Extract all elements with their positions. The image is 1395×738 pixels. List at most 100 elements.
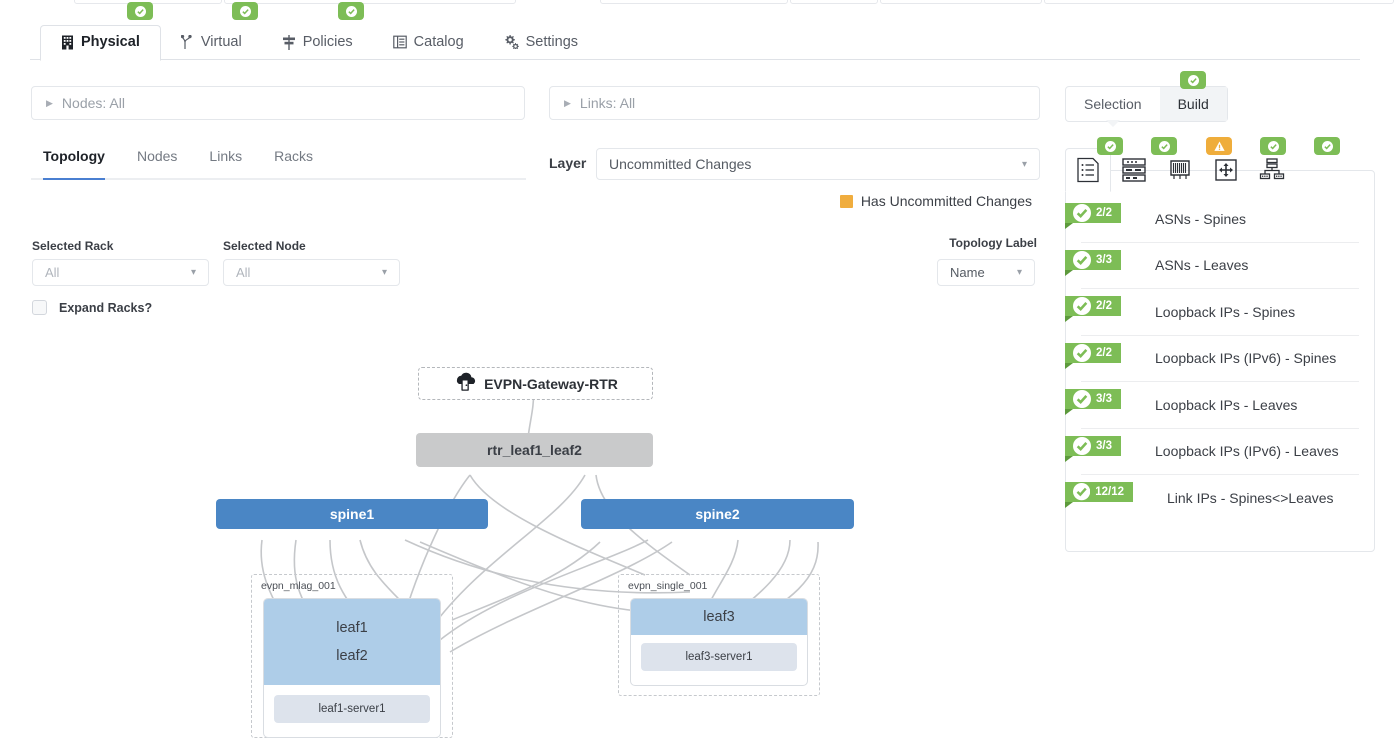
node-spine1[interactable]: spine1 <box>216 499 488 529</box>
links-icon-tab[interactable] <box>1203 148 1249 192</box>
selected-rack-select[interactable]: All ▾ <box>32 259 209 286</box>
selected-rack-caption: Selected Rack <box>32 239 114 253</box>
build-item-count: 2/2 <box>1096 300 1112 312</box>
tab-label: Catalog <box>413 34 464 50</box>
check-icon <box>1073 250 1091 269</box>
icon-tab-status-2 <box>1151 137 1177 155</box>
racks-icon-tab[interactable] <box>1111 148 1157 192</box>
build-item-label: Loopback IPs (IPv6) - Spines <box>1155 350 1337 367</box>
rack-label: evpn_mlag_001 <box>261 580 336 592</box>
build-item[interactable]: 2/2 Loopback IPs (IPv6) - Spines <box>1065 336 1359 382</box>
tab-label: Policies <box>302 34 353 50</box>
node-label: spine2 <box>695 506 740 522</box>
node-evpn-gateway[interactable]: EVPN-Gateway-RTR <box>418 367 653 400</box>
build-item-count: 3/3 <box>1096 439 1112 452</box>
links-icon <box>1213 157 1239 183</box>
build-item-ribbon: 2/2 <box>1065 342 1121 369</box>
branch-icon <box>180 34 194 50</box>
build-item[interactable]: 3/3 Loopback IPs (IPv6) - Leaves <box>1065 429 1359 475</box>
rack-label: evpn_single_001 <box>628 580 708 592</box>
side-panel-tabs: Selection Build <box>1065 86 1228 122</box>
node-leaf1[interactable]: leaf1 <box>336 620 368 636</box>
build-icon-tabs <box>1065 148 1295 192</box>
subtab-racks[interactable]: Racks <box>274 148 314 164</box>
tab-status-physical <box>127 2 153 20</box>
leaf-group-2[interactable]: leaf3 leaf3-server1 <box>630 598 808 686</box>
build-items-list: 2/2 ASNs - Spines 3/3 ASNs - Leaves 2/2 … <box>1065 196 1375 522</box>
expand-racks-row[interactable]: Expand Racks? <box>32 300 152 315</box>
leaf-group-1[interactable]: leaf1 leaf2 leaf1-server1 <box>263 598 441 738</box>
tab-catalog[interactable]: Catalog <box>373 26 484 60</box>
device-profile-icon-tab[interactable] <box>1157 148 1203 192</box>
top-cut-panel-5 <box>880 0 1042 4</box>
gears-icon <box>504 35 519 49</box>
leaf-group-1-header: leaf1 leaf2 <box>264 599 440 685</box>
tab-settings[interactable]: Settings <box>484 26 598 60</box>
warning-icon <box>1213 141 1225 151</box>
uncommitted-legend: Has Uncommitted Changes <box>839 193 1032 209</box>
build-item[interactable]: 3/3 Loopback IPs - Leaves <box>1065 382 1359 429</box>
node-leaf3[interactable]: leaf3 <box>703 609 735 625</box>
selected-node-caption: Selected Node <box>223 239 306 253</box>
tab-label: Settings <box>525 34 579 50</box>
node-leaf1-server1[interactable]: leaf1-server1 <box>274 695 430 723</box>
tab-label: Virtual <box>200 34 242 50</box>
top-cut-panel-6 <box>1044 0 1394 4</box>
top-cut-panel-4 <box>790 0 878 4</box>
node-leaf2[interactable]: leaf2 <box>336 648 368 664</box>
node-spine2[interactable]: spine2 <box>581 499 854 529</box>
topology-label-caption: Topology Label <box>949 236 1037 250</box>
chevron-down-icon: ▾ <box>1016 267 1022 278</box>
build-summary-icon-tab[interactable] <box>1065 148 1111 192</box>
build-item[interactable]: 2/2 ASNs - Spines <box>1065 196 1359 243</box>
nodes-filter-label: Nodes: All <box>61 95 125 111</box>
tab-status-virtual <box>232 2 258 20</box>
build-item-label: Loopback IPs - Leaves <box>1155 396 1298 413</box>
node-label: EVPN-Gateway-RTR <box>484 375 618 392</box>
node-leaf3-server1[interactable]: leaf3-server1 <box>641 643 797 671</box>
topology-icon-tab[interactable] <box>1249 148 1295 192</box>
check-icon <box>1073 297 1091 315</box>
tab-policies[interactable]: Policies <box>262 26 373 60</box>
build-item-label: Link IPs - Spines<>Leaves <box>1167 490 1334 507</box>
icon-tab-status-4 <box>1260 137 1286 155</box>
expand-racks-checkbox[interactable] <box>32 300 47 315</box>
subtab-links[interactable]: Links <box>209 148 243 164</box>
chevron-down-icon: ▾ <box>190 267 196 278</box>
side-tab-build[interactable]: Build <box>1159 87 1227 121</box>
build-item-count: 2/2 <box>1096 207 1112 219</box>
topology-canvas[interactable]: EVPN-Gateway-RTR rtr_leaf1_leaf2 spine1 … <box>0 330 1040 738</box>
build-item-count: 12/12 <box>1095 486 1124 498</box>
layer-select[interactable]: Uncommitted Changes ▾ <box>596 148 1040 180</box>
check-icon <box>1073 204 1091 222</box>
links-filter[interactable]: ▶ Links: All <box>549 86 1040 120</box>
topology-icon <box>1259 157 1285 183</box>
top-cut-panel-3 <box>600 0 788 4</box>
chevron-down-icon: ▾ <box>381 267 387 278</box>
side-tab-selection[interactable]: Selection <box>1084 96 1142 112</box>
rack-evpn-single-001[interactable] <box>618 574 820 696</box>
selected-node-value: All <box>236 265 251 280</box>
selected-node-select[interactable]: All ▾ <box>223 259 400 286</box>
top-cut-panel-2 <box>224 0 516 4</box>
tab-virtual[interactable]: Virtual <box>161 26 262 60</box>
signpost-icon <box>282 34 296 50</box>
node-label: spine1 <box>329 506 375 522</box>
build-item[interactable]: 2/2 Loopback IPs - Spines <box>1065 289 1359 336</box>
legend-text: Has Uncommitted Changes <box>860 193 1032 209</box>
tab-physical[interactable]: Physical <box>40 25 161 61</box>
router-cloud-icon <box>453 372 477 395</box>
node-rtr-group[interactable]: rtr_leaf1_leaf2 <box>416 433 653 467</box>
topology-label-select[interactable]: Name ▾ <box>937 259 1035 286</box>
build-item[interactable]: 12/12 Link IPs - Spines<>Leaves <box>1065 475 1359 522</box>
subtab-nodes[interactable]: Nodes <box>136 148 178 164</box>
check-icon <box>1073 483 1091 501</box>
chevron-right-icon: ▶ <box>46 97 53 108</box>
list-icon <box>392 35 407 49</box>
nodes-filter[interactable]: ▶ Nodes: All <box>31 86 525 120</box>
side-tab-status-build <box>1180 71 1206 89</box>
tab-label: Physical <box>81 34 140 50</box>
build-item[interactable]: 3/3 ASNs - Leaves <box>1065 243 1359 289</box>
subtab-topology[interactable]: Topology <box>43 148 105 180</box>
